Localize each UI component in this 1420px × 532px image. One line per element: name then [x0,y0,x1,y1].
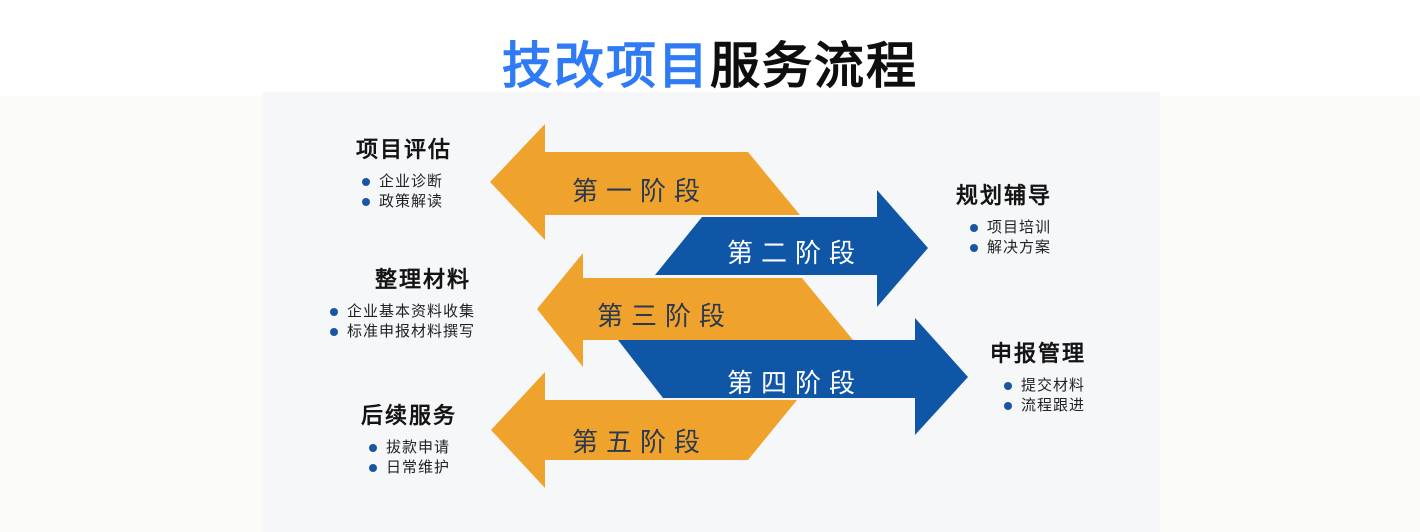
list-item: 企业基本资料收集 [330,302,475,322]
stage-2-arrow-right [655,190,928,307]
bullet-dot-icon [970,224,978,232]
bullet-dot-icon [362,198,370,206]
info-block-list: 拔款申请 日常维护 [369,438,457,478]
list-item: 企业诊断 [362,172,452,192]
page-title-highlight: 技改项目 [502,38,710,94]
info-block-title: 规划辅导 [956,183,1053,208]
list-item-text: 拔款申请 [386,439,451,456]
list-item: 政策解读 [362,192,452,212]
list-item: 提交材料 [1004,376,1086,396]
bullet-dot-icon [970,244,978,252]
info-block-declaration-management: 申报管理 提交材料 流程跟进 [990,336,1086,416]
info-block-list: 提交材料 流程跟进 [1004,376,1086,416]
bullet-dot-icon [1004,382,1012,390]
info-block-follow-up-service: 后续服务 拔款申请 日常维护 [355,398,457,478]
list-item-text: 企业诊断 [379,173,444,190]
stage-3-arrow-left [537,253,853,367]
info-block-title: 申报管理 [990,341,1087,366]
info-block-title: 整理材料 [375,267,472,292]
stage-4-arrow-right [618,318,968,435]
stage-5-arrow-left [491,372,797,488]
page-title: 技改项目服务流程 [0,26,1420,98]
info-block-list: 企业诊断 政策解读 [362,172,452,212]
info-block-title: 项目评估 [356,137,453,162]
list-item: 解决方案 [970,238,1052,258]
bullet-dot-icon [369,444,377,452]
stage-5-label: 第五阶段 [571,427,708,457]
top-white-strip [0,0,1420,96]
list-item-text: 企业基本资料收集 [347,303,476,320]
bullet-dot-icon [1004,402,1012,410]
info-block-list: 项目培训 解决方案 [970,218,1052,258]
bullet-dot-icon [369,464,377,472]
info-block-list: 企业基本资料收集 标准申报材料撰写 [330,302,475,342]
list-item-text: 日常维护 [386,459,451,476]
bullet-dot-icon [362,178,370,186]
list-item-text: 流程跟进 [1021,397,1086,414]
info-block-planning-coaching: 规划辅导 项目培训 解决方案 [956,178,1052,258]
stage-1-label: 第一阶段 [571,176,708,206]
bullet-dot-icon [330,328,338,336]
info-block-material-preparation: 整理材料 企业基本资料收集 标准申报材料撰写 [330,262,475,342]
page-title-rest: 服务流程 [710,38,918,94]
stage-3-label: 第三阶段 [596,301,733,331]
list-item-text: 标准申报材料撰写 [347,323,476,340]
list-item: 项目培训 [970,218,1052,238]
info-block-title: 后续服务 [361,403,458,428]
list-item: 标准申报材料撰写 [330,322,475,342]
bullet-dot-icon [330,308,338,316]
list-item: 日常维护 [369,458,457,478]
list-item-text: 项目培训 [987,219,1052,236]
list-item: 流程跟进 [1004,396,1086,416]
list-item-text: 政策解读 [379,193,444,210]
stage-4-label: 第四阶段 [726,368,863,398]
list-item-text: 提交材料 [1021,377,1086,394]
stage-2-label: 第二阶段 [726,238,863,268]
list-item: 拔款申请 [369,438,457,458]
list-item-text: 解决方案 [987,239,1052,256]
stage-1-arrow-left [490,124,800,240]
info-block-project-evaluation: 项目评估 企业诊断 政策解读 [348,132,452,212]
